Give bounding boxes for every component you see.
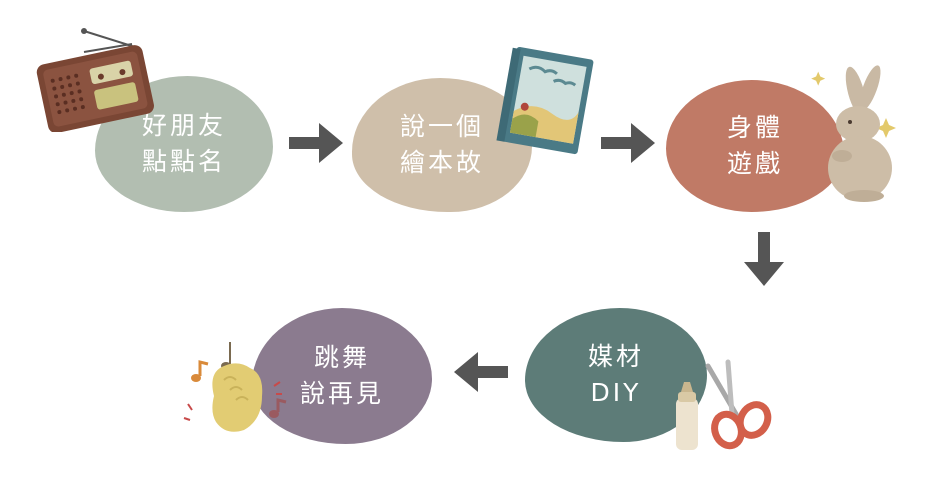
arrow-right-1 [289,123,343,163]
arrow-left-1 [454,352,508,392]
step-4-line-1: 媒材 [587,342,644,371]
step-5-line-2: 說再見 [299,379,384,408]
step-5-blob: 跳舞 說再見 [252,308,432,444]
clapping-hand-icon [183,342,287,432]
step-5-line-1: 跳舞 [313,343,370,372]
step-1-line-2: 點點名 [141,147,226,176]
step-1-line-1: 好朋友 [141,111,226,140]
radio-icon [36,28,154,132]
step-3-line-1: 身體 [726,113,783,142]
step-2-line-2: 繪本故 [399,148,484,177]
step-2-line-1: 說一個 [399,112,484,141]
step-4-line-2: DIY [590,378,642,407]
arrow-down-1 [744,232,784,286]
scissors-glue-icon [676,359,772,450]
rabbit-icon [811,65,896,202]
arrow-right-2 [601,123,655,163]
picture-book-icon [496,46,594,155]
step-3-line-2: 遊戲 [726,149,783,178]
step-2-blob: 說一個 繪本故 [352,78,532,212]
step-3-blob: 身體 遊戲 [666,80,844,212]
